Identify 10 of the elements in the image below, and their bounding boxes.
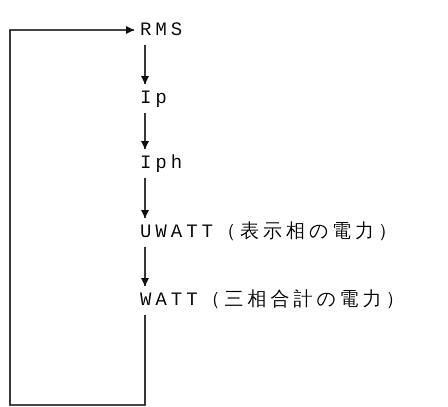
arrow <box>9 26 146 406</box>
arrow <box>141 178 149 218</box>
node-label: UWATT（表示相の電力） <box>140 220 402 244</box>
node-label: RMS <box>140 18 186 42</box>
arrow <box>141 45 149 84</box>
node-label: Iph <box>140 151 186 175</box>
arrow <box>141 113 149 149</box>
arrow <box>141 247 149 286</box>
node-label: Ip <box>140 86 171 110</box>
node-label: WATT（三相合計の電力） <box>140 288 409 312</box>
